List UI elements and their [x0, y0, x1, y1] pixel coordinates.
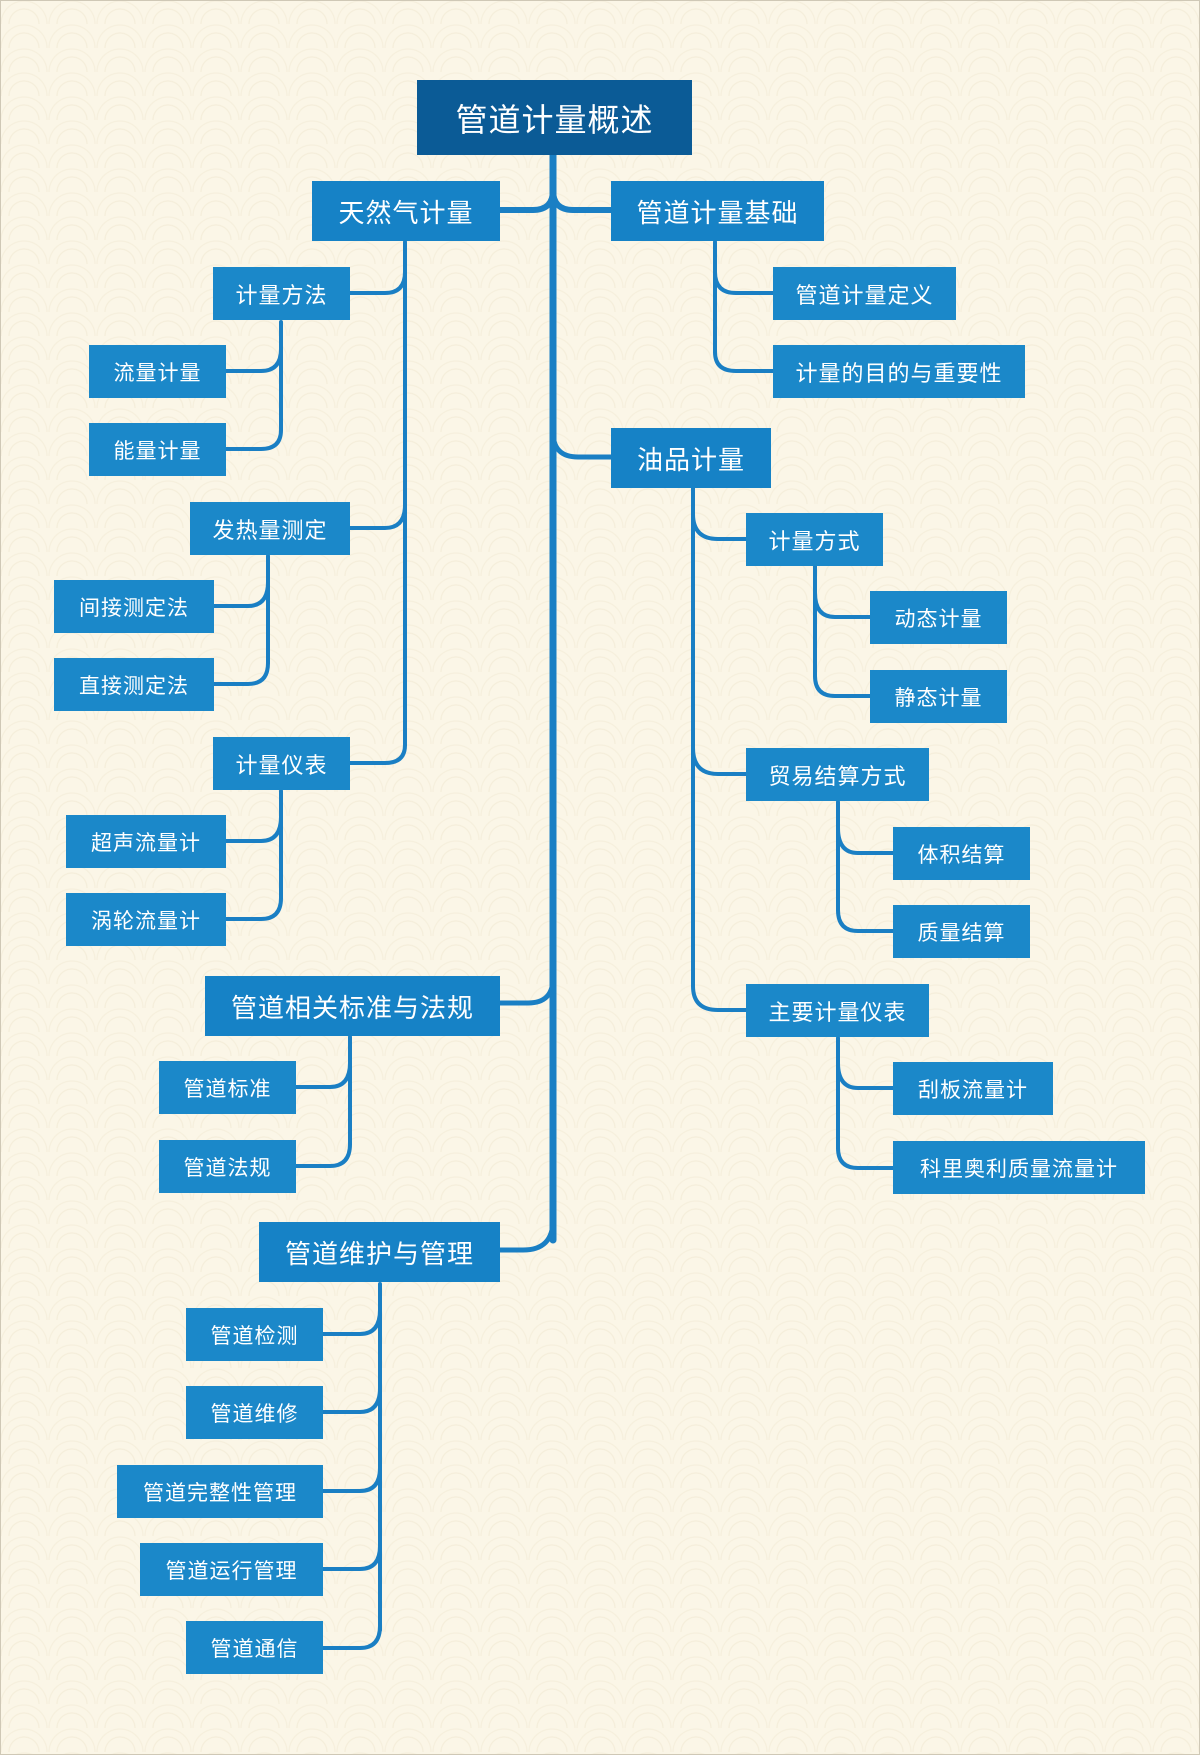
connector-basics-purpose	[713, 350, 775, 373]
connector-metero-scraper	[836, 1061, 895, 1090]
connector-standards-std	[294, 1061, 352, 1089]
connector-basics-def	[713, 270, 775, 295]
connector-gas-method	[348, 270, 407, 295]
connector-maint-repair	[321, 1386, 382, 1414]
node-oil-static: 静态计量	[870, 670, 1007, 723]
node-gas-energy: 能量计量	[89, 423, 226, 476]
connector-method-energy	[224, 428, 283, 451]
node-standards-std: 管道标准	[159, 1061, 296, 1114]
root-node: 管道计量概述	[417, 80, 692, 155]
branch-basics: 管道计量基础	[611, 181, 824, 241]
connector-oil-trade	[691, 746, 748, 776]
connector-trade-mass	[836, 908, 895, 933]
node-oil-volume: 体积结算	[893, 827, 1030, 880]
node-maint-repair: 管道维修	[186, 1386, 323, 1439]
connector-oil-meter	[691, 984, 748, 1012]
node-gas-heat: 发热量测定	[190, 502, 350, 555]
node-gas-direct: 直接测定法	[54, 658, 214, 711]
node-gas-meter: 计量仪表	[213, 737, 350, 790]
connector-gas-meter	[348, 743, 407, 765]
connector-metero-coriolis	[836, 1146, 895, 1170]
connector-oil-mode	[691, 512, 748, 541]
node-standards-law: 管道法规	[159, 1140, 296, 1193]
node-basics-definition: 管道计量定义	[773, 267, 956, 320]
branch-oil: 油品计量	[611, 428, 771, 488]
node-basics-purpose: 计量的目的与重要性	[773, 345, 1025, 398]
node-maint-comm: 管道通信	[186, 1621, 323, 1674]
connector-root-oil	[550, 429, 614, 460]
connector-heat-direct	[212, 661, 270, 686]
node-oil-mode: 计量方式	[746, 513, 883, 566]
connector-mode-static	[813, 674, 872, 698]
node-maint-inspect: 管道检测	[186, 1308, 323, 1361]
node-oil-scraper: 刮板流量计	[893, 1062, 1053, 1115]
connector-maint-inspect	[321, 1308, 382, 1336]
connector-maint-integrity	[321, 1466, 382, 1493]
connector-gas-heat	[348, 503, 407, 530]
branch-maintenance: 管道维护与管理	[259, 1222, 500, 1282]
connector-mode-dynamic	[813, 591, 872, 619]
node-gas-ultrasonic: 超声流量计	[66, 815, 226, 868]
connector-method-flow	[224, 347, 283, 373]
connector-root-maintenance	[497, 1217, 556, 1253]
connector-standards-law	[294, 1142, 352, 1168]
branch-standards: 管道相关标准与法规	[205, 976, 500, 1036]
connector-meter-ultrasonic	[224, 815, 283, 843]
branch-gas: 天然气计量	[312, 181, 500, 241]
node-oil-dynamic: 动态计量	[870, 591, 1007, 644]
connector-maint-operation	[321, 1544, 382, 1571]
node-gas-flow: 流量计量	[89, 345, 226, 398]
node-gas-indirect: 间接测定法	[54, 580, 214, 633]
node-oil-trade: 贸易结算方式	[746, 748, 929, 801]
connector-heat-indirect	[212, 580, 270, 608]
node-gas-turbine: 涡轮流量计	[66, 893, 226, 946]
connector-root-gas	[497, 187, 556, 213]
connector-trade-volume	[836, 826, 895, 855]
connector-root-standards	[497, 975, 556, 1006]
connector-maint-comm	[321, 1624, 382, 1650]
node-oil-mass: 质量结算	[893, 905, 1030, 958]
node-maint-operation: 管道运行管理	[140, 1543, 323, 1596]
connector-root-basics	[550, 187, 614, 213]
connector-meter-turbine	[224, 896, 283, 921]
node-oil-meter: 主要计量仪表	[746, 984, 929, 1037]
node-maint-integrity: 管道完整性管理	[117, 1465, 323, 1518]
node-oil-coriolis: 科里奥利质量流量计	[893, 1141, 1145, 1194]
node-gas-method: 计量方法	[213, 267, 350, 320]
